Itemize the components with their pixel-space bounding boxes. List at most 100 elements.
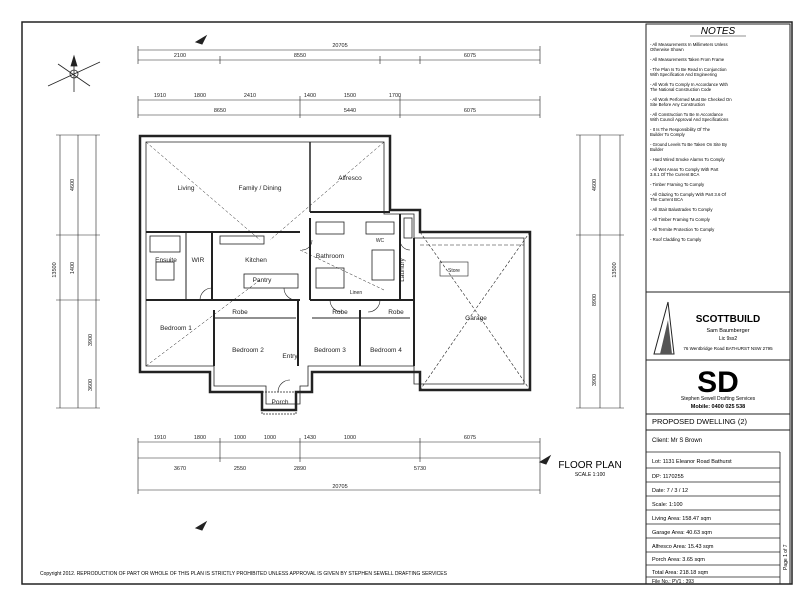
room-label-wc: WC xyxy=(376,238,385,244)
bottom-dim-row2-1: 3670 xyxy=(174,466,186,472)
garage-roof-lines xyxy=(419,231,531,391)
notes-panel: NOTES - All Measurements In Millimeters … xyxy=(645,23,791,293)
top-dim-row3-1: 8650 xyxy=(214,108,226,114)
top-dim-row2-2: 1800 xyxy=(194,93,206,99)
room-label-wir: WIR xyxy=(192,257,205,264)
sd-name: Stephen Sewell Drafting Services xyxy=(681,396,756,402)
floor-plan xyxy=(138,134,532,415)
room-label-pantry: Pantry xyxy=(253,277,273,284)
exterior-walls-inner xyxy=(145,141,525,405)
corner-mark-icon xyxy=(194,520,208,531)
bottom-dim-row2-2: 2550 xyxy=(234,466,246,472)
room-label-family-dining: Family / Dining xyxy=(239,185,282,192)
total-area: Total Area: 218.18 sqm xyxy=(652,570,709,576)
left-dim-1: 4600 xyxy=(70,179,76,191)
note-item: - All Timber Framing To Comply xyxy=(650,217,711,222)
drawing-date: Date: 7 / 3 / 12 xyxy=(652,488,688,494)
note-item: - All Measurements In Millimeters Unless… xyxy=(650,42,728,52)
left-dim-3: 3900 xyxy=(88,334,94,346)
note-item: - Roof Cladding To Comply xyxy=(650,237,702,242)
top-dim-row2-6: 1700 xyxy=(389,93,401,99)
dp-number: DP: 1170255 xyxy=(652,474,684,480)
bottom-dim-7: 6075 xyxy=(464,435,476,441)
room-label-bedroom-4: Bedroom 4 xyxy=(370,347,402,354)
dimension-lines xyxy=(56,46,624,494)
top-dim-3: 6075 xyxy=(464,53,476,59)
left-dim-4: 3600 xyxy=(88,379,94,391)
scottbuild-logo-fill-icon xyxy=(660,320,672,354)
room-label-bedroom-2: Bedroom 2 xyxy=(232,347,264,354)
top-dim-row2-3: 2410 xyxy=(244,93,256,99)
lot-address: Lot: 1131 Eleanor Road Bathurst xyxy=(652,459,732,465)
room-labels: Living Family / Dining Alfresco Kitchen … xyxy=(155,175,487,406)
room-label-bedroom-1: Bedroom 1 xyxy=(160,325,192,332)
laundry-tub xyxy=(403,217,413,239)
note-item: - All Termite Protection To Comply xyxy=(650,227,715,232)
room-label-alfresco: Alfresco xyxy=(338,175,362,182)
shower xyxy=(371,249,395,281)
sd-mobile: Mobile: 0400 025 538 xyxy=(691,404,745,410)
bottom-dim-row2-4: 5730 xyxy=(414,466,426,472)
room-label-living: Living xyxy=(178,185,195,192)
reference-marks xyxy=(194,34,552,531)
room-label-bathroom: Bathroom xyxy=(316,253,344,260)
left-overall-dim: 13500 xyxy=(52,262,58,277)
exterior-walls xyxy=(138,134,532,412)
sheet-border xyxy=(21,21,793,585)
room-label-kitchen: Kitchen xyxy=(245,257,267,264)
porch-area: Porch Area: 3.65 sqm xyxy=(652,557,705,563)
top-dim-row2-5: 1500 xyxy=(344,93,356,99)
ensuite-shower xyxy=(155,261,175,281)
right-overall-dim: 13500 xyxy=(612,262,618,277)
garage-area: Garage Area: 40.63 sqm xyxy=(652,530,712,536)
room-label-robe-1: Robe xyxy=(232,309,248,316)
north-arrow-icon xyxy=(47,54,101,92)
title-block-frame xyxy=(645,291,791,585)
note-item: - Timber Framing To Comply xyxy=(650,182,705,187)
bottom-dim-2: 1800 xyxy=(194,435,206,441)
corner-mark-icon xyxy=(194,34,208,45)
right-dim-3: 3900 xyxy=(592,374,598,386)
door-swings xyxy=(199,239,411,393)
vanity xyxy=(315,221,345,235)
bottom-dim-3: 1000 xyxy=(234,435,246,441)
bottom-dim-6: 1000 xyxy=(344,435,356,441)
porch-slab xyxy=(261,391,297,415)
builder-address: 76 Wentbridge Road BATHURST NSW 2795 xyxy=(683,346,773,351)
room-label-bedroom-3: Bedroom 3 xyxy=(314,347,346,354)
builder-name: SCOTTBUILD xyxy=(696,314,760,325)
bottom-overall-dim: 20705 xyxy=(332,484,347,490)
project-title: PROPOSED DWELLING (2) xyxy=(652,417,748,426)
ensuite-vanity xyxy=(149,235,181,253)
room-label-entry: Entry xyxy=(282,353,298,360)
room-label-store: Store xyxy=(448,268,460,274)
alfresco-area: Alfresco Area: 15.43 sqm xyxy=(652,544,714,550)
top-overall-dim: 20705 xyxy=(332,43,347,49)
kitchen-bench xyxy=(219,235,265,245)
roof-hip-lines xyxy=(145,141,385,367)
note-item: - All Glazing To Comply With Part 3.6 Of… xyxy=(650,192,727,202)
top-dim-row2-1: 1910 xyxy=(154,93,166,99)
room-label-robe-3: Robe xyxy=(388,309,404,316)
notes-list: - All Measurements In Millimeters Unless… xyxy=(650,42,732,242)
top-dim-row3-2: 5440 xyxy=(344,108,356,114)
right-dim-1: 4600 xyxy=(592,179,598,191)
page-number: Page 1 of 7 xyxy=(783,544,789,570)
kitchen-island xyxy=(243,273,299,289)
note-item: - All Measurements Taken From Frame xyxy=(650,57,725,62)
room-label-robe-2: Robe xyxy=(332,309,348,316)
top-dim-row3-3: 6075 xyxy=(464,108,476,114)
room-label-porch: Porch xyxy=(272,399,289,406)
dimension-labels: 20705 2100 8550 6075 1910 1800 2410 1400… xyxy=(52,43,618,490)
copyright-notice: Copyright 2012. REPRODUCTION OF PART OR … xyxy=(40,571,448,577)
bottom-dim-5: 1430 xyxy=(304,435,316,441)
notes-title: NOTES xyxy=(701,26,736,37)
room-label-laundry: Laundry xyxy=(399,258,406,282)
room-label-linen: Linen xyxy=(350,290,362,296)
bath-tub xyxy=(315,267,345,289)
drawing-title: FLOOR PLAN xyxy=(558,460,621,471)
note-item: - All Stair Balustrades To Comply xyxy=(650,207,713,212)
